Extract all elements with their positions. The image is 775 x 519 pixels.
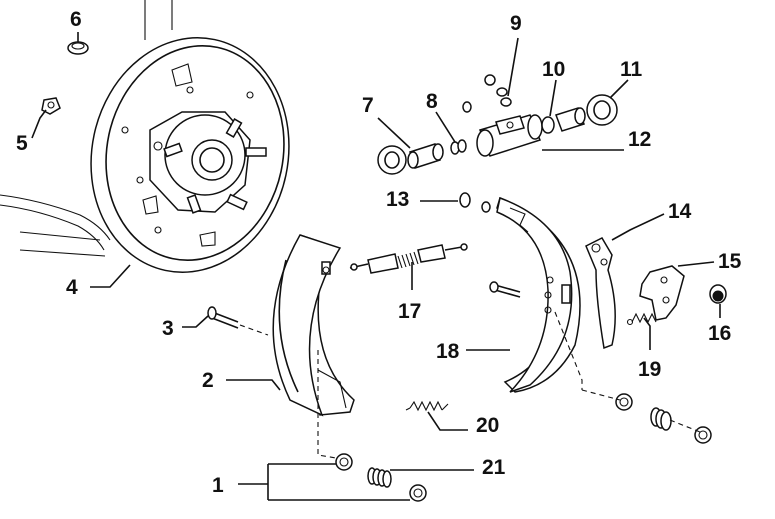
callout-labels: 1 2 3 4 5 6 7 8 9 10 11 12 13 14 15 16 1… xyxy=(16,8,742,497)
strut-15 xyxy=(639,265,685,321)
parking-lever-14 xyxy=(585,237,616,350)
right-retainer-parts xyxy=(581,389,712,444)
spring-21 xyxy=(367,467,392,488)
callout-11: 11 xyxy=(620,58,643,81)
callout-5: 5 xyxy=(16,132,28,155)
wheel-cylinder-group xyxy=(377,74,618,213)
bolt-part-5 xyxy=(41,97,61,115)
callout-20: 20 xyxy=(476,414,499,437)
callout-16: 16 xyxy=(708,322,731,345)
callout-18: 18 xyxy=(436,340,460,363)
callout-17: 17 xyxy=(398,300,421,323)
retainer-caps-1 xyxy=(317,350,427,502)
pin-part-3 xyxy=(207,306,269,336)
callout-2: 2 xyxy=(202,369,214,392)
callout-14: 14 xyxy=(668,200,692,223)
plug-part-6 xyxy=(67,41,89,55)
callout-8: 8 xyxy=(426,90,438,113)
spring-19 xyxy=(626,312,657,326)
callout-10: 10 xyxy=(542,58,565,81)
callout-3: 3 xyxy=(162,317,174,340)
adjuster-17 xyxy=(349,243,468,274)
callout-1: 1 xyxy=(212,474,224,497)
backing-plate xyxy=(0,0,290,273)
callout-15: 15 xyxy=(718,250,742,273)
callout-9: 9 xyxy=(510,12,522,35)
callout-12: 12 xyxy=(628,128,651,151)
callout-21: 21 xyxy=(482,456,506,479)
nut-16 xyxy=(709,284,727,304)
callout-19: 19 xyxy=(638,358,661,381)
spring-20 xyxy=(405,400,449,412)
callout-13: 13 xyxy=(386,188,409,211)
callout-4: 4 xyxy=(66,276,78,299)
leader-lines xyxy=(31,32,721,501)
right-brake-shoe xyxy=(489,196,583,393)
callout-7: 7 xyxy=(362,94,374,117)
callout-6: 6 xyxy=(70,8,82,31)
left-brake-shoe xyxy=(272,234,355,417)
